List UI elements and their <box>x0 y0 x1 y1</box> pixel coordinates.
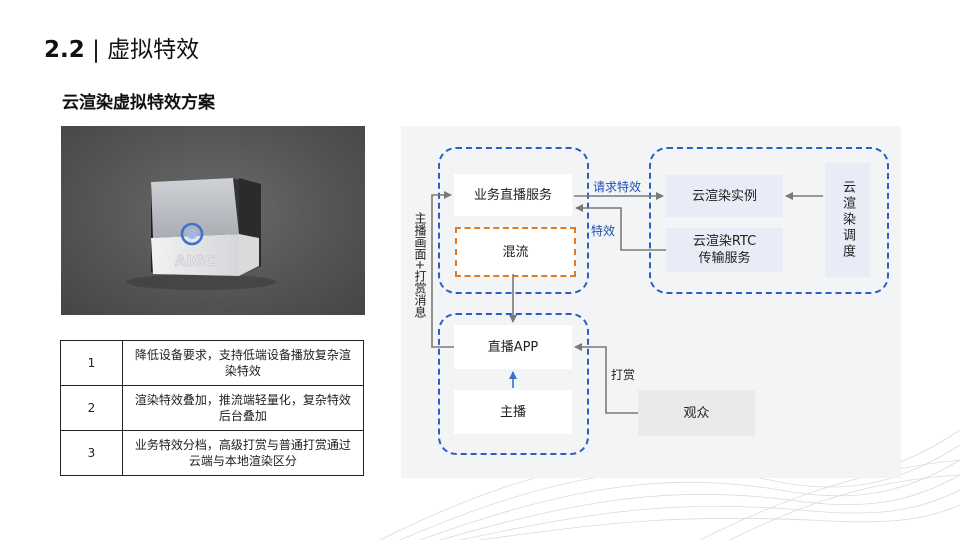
effect-label: 特效 <box>591 224 616 238</box>
anchor-screen-label: 主播画面+打赏消息 <box>413 212 427 319</box>
audience-box: 观众 <box>638 390 755 436</box>
feature-index: 1 <box>60 340 123 386</box>
tip-label: 打赏 <box>611 368 636 382</box>
section-number: 2.2 <box>44 37 85 63</box>
request-effect-label: 请求特效 <box>593 180 642 194</box>
section-title: 虚拟特效 <box>107 37 200 63</box>
device-photo: AIGC <box>61 126 365 315</box>
mix-stream-box: 混流 <box>455 227 576 277</box>
table-row: 3 业务特效分档，高级打赏与普通打赏通过云端与本地渲染区分 <box>60 430 365 476</box>
section-heading: 2.2 | 虚拟特效 <box>44 30 199 64</box>
slide-subtitle: 云渲染虚拟特效方案 <box>62 93 215 113</box>
anchor-box: 主播 <box>454 390 572 434</box>
cloud-render-group <box>649 147 889 294</box>
feature-text: 业务特效分档，高级打赏与普通打赏通过云端与本地渲染区分 <box>121 430 365 476</box>
live-app-box: 直播APP <box>454 325 572 369</box>
device-logo-text: AIGC <box>175 252 216 270</box>
section-separator: | <box>92 37 100 63</box>
feature-text: 降低设备要求，支持低端设备播放复杂渲染特效 <box>121 340 365 386</box>
features-table: 1 降低设备要求，支持低端设备播放复杂渲染特效 2 渲染特效叠加，推流端轻量化，… <box>60 340 365 476</box>
table-row: 2 渲染特效叠加，推流端轻量化，复杂特效后台叠加 <box>60 385 365 431</box>
render-device-illustration: AIGC <box>126 178 276 290</box>
feature-text: 渲染特效叠加，推流端轻量化，复杂特效后台叠加 <box>121 385 365 431</box>
diagram-arrows <box>431 191 823 414</box>
scheduler-box: 云渲染调度 <box>825 163 870 277</box>
business-service-box: 业务直播服务 <box>454 174 572 216</box>
rtc-service-box: 云渲染RTC传输服务 <box>666 228 783 272</box>
feature-index: 2 <box>60 385 123 431</box>
table-row: 1 降低设备要求，支持低端设备播放复杂渲染特效 <box>60 340 365 386</box>
architecture-diagram: 业务直播服务 混流 直播APP 主播 观众 云渲染实例 云渲染RTC传输服务 云… <box>401 126 901 478</box>
feature-index: 3 <box>60 430 123 476</box>
cloud-instance-box: 云渲染实例 <box>666 175 783 217</box>
